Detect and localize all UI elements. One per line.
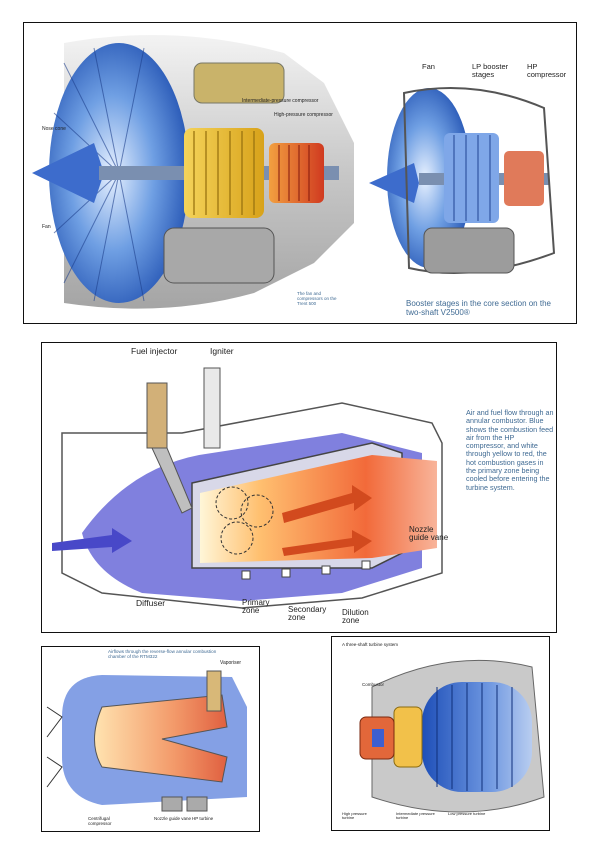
caption-annular-combustor: Air and fuel flow through an annular com… xyxy=(466,408,554,492)
caption-trent-500: The fan and compressors on the Trent 500 xyxy=(297,291,337,307)
label-vaporiser: Vaporiser xyxy=(220,660,242,666)
annular-combustor-illustration xyxy=(52,367,443,609)
panel-trent-500-cutaway: Nose cone Fan Intermediate-pressure comp… xyxy=(23,22,577,324)
caption-reverse-flow: Airflows through the reverse-flow annula… xyxy=(108,649,217,660)
label-dilution-zone: Dilution zone xyxy=(342,608,369,626)
label-lp-booster-stages: LP booster stages xyxy=(472,62,509,79)
panel-annular-combustor: Fuel injector Igniter Diffuser Primary z… xyxy=(41,342,557,633)
label-hp-turbine: HP turbine xyxy=(192,816,214,821)
label-diffuser: Diffuser xyxy=(136,598,166,608)
trent-500-cutaway-illustration xyxy=(32,35,354,309)
label-rtm-nozzle-guide-vane: Nozzle guide vane xyxy=(154,816,192,821)
label-ip-compressor: Intermediate-pressure compressor xyxy=(242,98,319,104)
v2500-cutaway-illustration xyxy=(369,87,556,274)
label-low-pressure-turbine: Low pressure turbine xyxy=(448,811,486,816)
label-primary-zone: Primary zone xyxy=(242,598,270,616)
label-nozzle-guide-vane: Nozzle guide vane xyxy=(409,525,449,543)
reverse-flow-combustor-illustration xyxy=(46,670,247,812)
three-shaft-turbine-illustration xyxy=(359,659,545,813)
label-high-pressure-turbine: High pressure turbine xyxy=(342,811,367,821)
label-v2500-fan: Fan xyxy=(422,62,435,71)
label-intermediate-pressure-turbine: Intermediate pressure turbine xyxy=(396,811,435,821)
panel-three-shaft-turbine: A three-shaft turbine system Combustor H… xyxy=(331,636,550,831)
label-combustor: Combustor xyxy=(362,682,385,687)
caption-v2500: Booster stages in the core section on th… xyxy=(406,299,551,318)
label-fuel-injector: Fuel injector xyxy=(131,346,178,356)
title-three-shaft: A three-shaft turbine system xyxy=(342,642,399,647)
label-centrifugal-compressor: Centrifugal compressor xyxy=(88,816,112,826)
label-secondary-zone: Secondary zone xyxy=(288,605,327,623)
label-igniter: Igniter xyxy=(210,346,234,356)
label-v2500-hp-compressor: HP compressor xyxy=(527,62,567,79)
panel-reverse-flow-combustor: Airflows through the reverse-flow annula… xyxy=(41,646,260,832)
label-nose-cone: Nose cone xyxy=(42,126,66,132)
label-fan: Fan xyxy=(42,224,51,230)
label-hp-compressor: High-pressure compressor xyxy=(274,112,333,118)
